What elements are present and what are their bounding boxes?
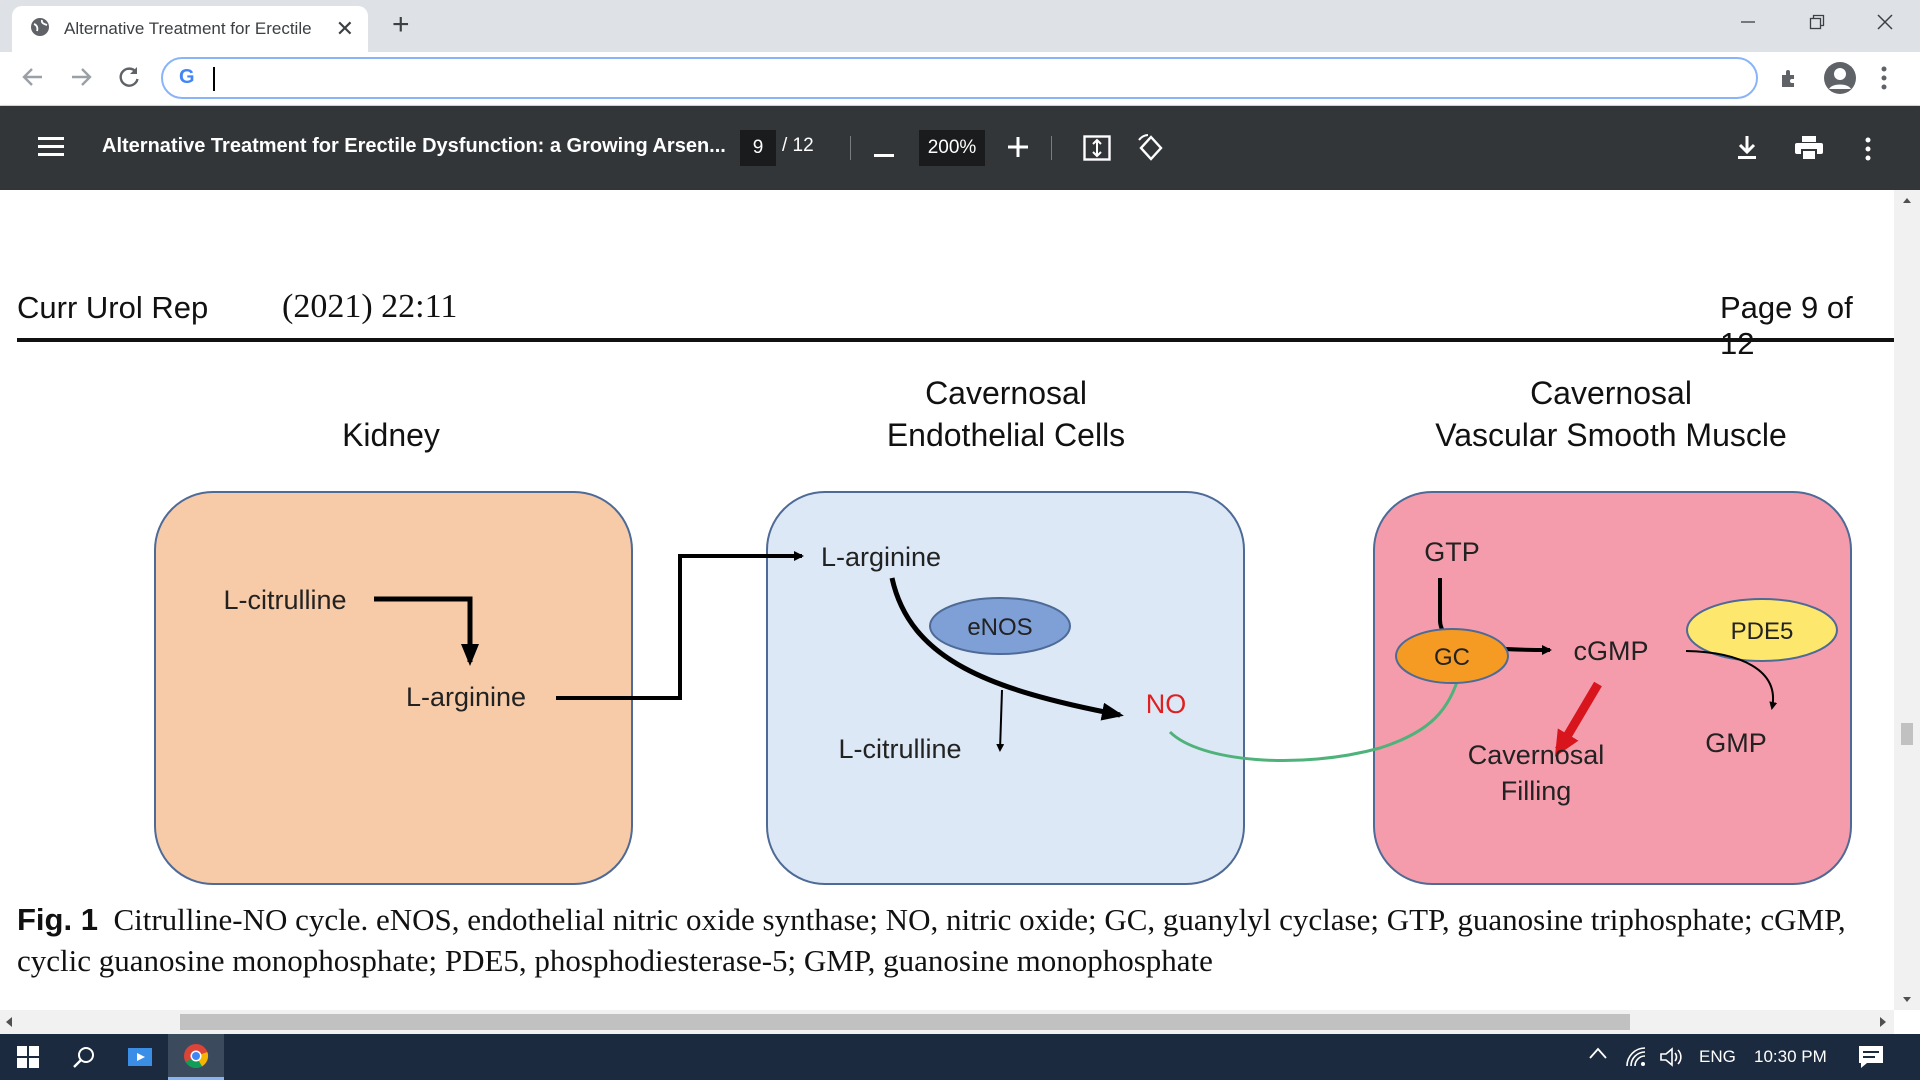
print-icon[interactable] xyxy=(1795,136,1823,164)
horizontal-scroll-thumb[interactable] xyxy=(180,1014,1630,1030)
no-diffusion-arrow xyxy=(1168,670,1463,763)
endothelial-arginine-label: L-arginine xyxy=(821,542,941,572)
kidney-conversion-arrow xyxy=(374,596,479,666)
vertical-scrollbar[interactable] xyxy=(1894,190,1920,1010)
kidney-citrulline-label: L-citrulline xyxy=(223,585,346,615)
language-indicator[interactable]: ENG xyxy=(1699,1047,1736,1066)
filling-label-line1: Cavernosal xyxy=(1468,740,1605,770)
chrome-taskbar-icon[interactable] xyxy=(168,1034,224,1080)
chevron-up-icon[interactable] xyxy=(1588,1046,1608,1065)
cgmp-label: cGMP xyxy=(1573,636,1648,666)
notifications-icon[interactable] xyxy=(1858,1045,1884,1074)
horizontal-scrollbar[interactable] xyxy=(0,1010,1894,1034)
gc-label: GC xyxy=(1434,644,1470,671)
browser-tab[interactable]: Alternative Treatment for Erectile ✕ xyxy=(12,6,368,52)
journal-volume: (2021) 22:11 xyxy=(282,288,458,325)
kidney-title: Kidney xyxy=(342,417,440,453)
arginine-transport-arrow xyxy=(556,551,804,700)
caption-label: Fig. 1 xyxy=(17,902,98,937)
tab-title: Alternative Treatment for Erectile xyxy=(64,19,312,38)
restore-icon[interactable] xyxy=(1782,0,1852,44)
enos-label: eNOS xyxy=(967,614,1032,641)
google-icon: G xyxy=(179,66,195,88)
citrulline-byproduct-arrow xyxy=(996,689,1005,752)
scroll-left-icon[interactable] xyxy=(4,1016,14,1028)
endothelial-title-line2: Endothelial Cells xyxy=(887,417,1125,453)
zoom-in-icon[interactable] xyxy=(1008,137,1028,161)
enos-reaction-arrow xyxy=(889,577,1124,721)
volume-icon[interactable] xyxy=(1659,1046,1683,1073)
page-total: / 12 xyxy=(782,135,814,156)
download-icon[interactable] xyxy=(1736,134,1758,164)
more-options-icon[interactable] xyxy=(1864,136,1872,166)
pdf-toolbar: Alternative Treatment for Erectile Dysfu… xyxy=(0,106,1920,190)
forward-arrow-icon[interactable] xyxy=(68,64,94,94)
media-player-icon[interactable] xyxy=(112,1034,168,1080)
clock[interactable]: 10:30 PM xyxy=(1754,1047,1827,1066)
zoom-out-icon[interactable] xyxy=(874,146,894,162)
toolbar-divider xyxy=(1051,136,1052,160)
back-arrow-icon[interactable] xyxy=(20,64,46,94)
address-bar[interactable]: G xyxy=(161,57,1758,99)
citrulline-no-cycle-figure: Kidney Cavernosal Endothelial Cells Cave… xyxy=(154,375,1852,885)
page-number-input[interactable]: 9 xyxy=(740,130,776,166)
browser-menu-icon[interactable] xyxy=(1880,65,1888,95)
smooth-muscle-box xyxy=(1373,491,1852,885)
text-caret xyxy=(213,67,215,91)
cgmp-breakdown-arrow xyxy=(1685,650,1778,710)
pde5-enzyme xyxy=(1686,598,1838,662)
search-icon[interactable] xyxy=(56,1034,112,1080)
fit-page-icon[interactable] xyxy=(1083,135,1111,165)
hamburger-menu-icon[interactable] xyxy=(38,136,64,162)
pde5-label: PDE5 xyxy=(1731,618,1794,645)
profile-avatar-icon[interactable] xyxy=(1823,61,1857,99)
page-label: Page 9 of 12 xyxy=(1720,290,1853,361)
no-label: NO xyxy=(1146,689,1187,719)
wifi-icon[interactable] xyxy=(1625,1046,1647,1073)
caption-text: Citrulline-NO cycle. eNOS, endothelial n… xyxy=(17,902,1846,978)
zoom-level-input[interactable]: 200% xyxy=(919,130,985,166)
scroll-arrows-icon xyxy=(1901,198,1913,1002)
taskbar: ENG 10:30 PM xyxy=(0,1034,1920,1080)
pdf-viewer[interactable]: Curr Urol Rep (2021) 22:11 Page 9 of 12 … xyxy=(0,190,1894,1010)
tab-close-icon[interactable]: ✕ xyxy=(335,16,354,41)
smooth-muscle-title-line1: Cavernosal xyxy=(1530,375,1692,411)
pdf-title: Alternative Treatment for Erectile Dysfu… xyxy=(102,135,726,157)
filling-arrow xyxy=(1554,681,1602,757)
windows-start-icon[interactable] xyxy=(0,1034,56,1080)
globe-icon xyxy=(30,17,50,42)
gtp-label: GTP xyxy=(1424,537,1480,567)
endothelial-title-line1: Cavernosal xyxy=(925,375,1087,411)
gc-enzyme xyxy=(1395,628,1509,684)
toolbar-divider xyxy=(850,136,851,160)
journal-name: Curr Urol Rep xyxy=(17,290,209,325)
figure-caption: Fig. 1 Citrulline-NO cycle. eNOS, endoth… xyxy=(17,899,1887,981)
new-tab-button[interactable]: + xyxy=(392,8,410,41)
kidney-box xyxy=(154,491,633,885)
scroll-right-icon[interactable] xyxy=(1878,1016,1888,1028)
endothelial-citrulline-label: L-citrulline xyxy=(838,734,961,764)
gmp-label: GMP xyxy=(1705,728,1767,758)
minimize-icon[interactable] xyxy=(1713,0,1783,44)
filling-label-line2: Filling xyxy=(1501,776,1572,806)
extensions-icon[interactable] xyxy=(1778,66,1802,94)
enos-enzyme xyxy=(929,597,1071,655)
close-window-icon[interactable] xyxy=(1850,0,1920,44)
kidney-arginine-label: L-arginine xyxy=(406,682,526,712)
reload-icon[interactable] xyxy=(116,64,142,94)
header-rule xyxy=(17,338,1894,342)
tab-strip: Alternative Treatment for Erectile ✕ + xyxy=(0,0,1920,52)
rotate-icon[interactable] xyxy=(1137,134,1165,166)
smooth-muscle-title-line2: Vascular Smooth Muscle xyxy=(1435,417,1787,453)
